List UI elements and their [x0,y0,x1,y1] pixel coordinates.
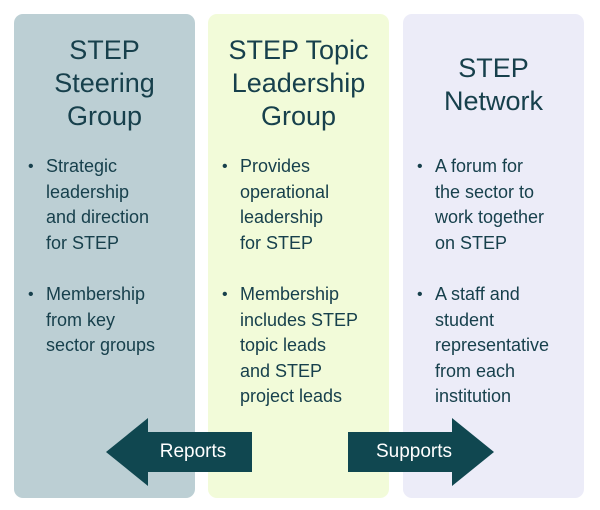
bullet-line: leadership [240,207,324,227]
bullet-line: and direction [46,207,150,227]
bullet-line: representative [435,335,550,355]
bullet-line: and STEP [240,360,323,381]
bullet-line: for STEP [240,232,314,253]
bullet-line: from each [435,360,516,381]
network-title: STEP Network [403,52,584,118]
bullet-dot-icon: • [417,158,423,175]
bullet-line: Membership [240,284,340,304]
bullet-line: Strategic [46,156,118,176]
title-line: STEP [458,53,529,83]
bullet-line: from key [46,309,116,330]
bullet-line: Membership [46,284,146,304]
bullet-dot-icon: • [222,286,228,303]
network-panel: STEP Network • A forum for the sector to… [403,14,584,498]
left-arrow-icon [106,418,252,486]
title-line: Network [443,86,544,116]
bullet-line: project leads [240,386,343,406]
bullet-line: topic leads [240,335,327,355]
title-line: Group [66,101,143,131]
bullet-item: • Membership includes STEP topic leads a… [222,282,385,410]
bullet-dot-icon: • [417,286,423,303]
bullet-line: includes STEP [240,309,359,330]
bullet-line: work together [435,207,545,227]
bullet-line: for STEP [46,232,120,253]
title-line: Steering [54,68,155,98]
bullet-line: Provides [240,156,311,176]
reports-label: Reports [159,441,227,462]
bullet-item: • Provides operational leadership for ST… [222,154,385,256]
supports-label: Supports [375,441,453,462]
steering-group-bullets: • Strategic leadership and direction for… [28,154,191,385]
steering-group-panel: STEP Steering Group • Strategic leadersh… [14,14,195,498]
bullet-line: on STEP [435,232,508,253]
bullet-line: A staff and [435,284,520,304]
bullet-line: A forum for [435,156,524,176]
bullet-dot-icon: • [28,158,34,175]
title-line: STEP Topic [228,35,369,65]
bullet-line: leadership [46,181,130,202]
reports-arrow: Reports [106,418,252,486]
supports-arrow: Supports [348,418,494,486]
bullet-item: • A forum for the sector to work togethe… [417,154,580,256]
network-bullets: • A forum for the sector to work togethe… [417,154,580,436]
topic-leadership-group-title: STEP Topic Leadership Group [208,34,389,133]
title-line: Group [260,101,337,131]
topic-leadership-group-bullets: • Provides operational leadership for ST… [222,154,385,436]
bullet-item: • Membership from key sector groups [28,282,191,359]
bullet-item: • Strategic leadership and direction for… [28,154,191,256]
bullet-line: operational [240,181,330,202]
bullet-dot-icon: • [28,286,34,303]
bullet-line: student [435,309,495,330]
topic-leadership-group-panel: STEP Topic Leadership Group • Provides o… [208,14,389,498]
bullet-line: sector groups [46,335,156,355]
bullet-dot-icon: • [222,158,228,175]
steering-group-title: STEP Steering Group [14,34,195,133]
bullet-line: institution [435,386,512,406]
bullet-item: • A staff and student representative fro… [417,282,580,410]
bullet-line: the sector to [435,181,535,202]
right-arrow-icon [348,418,494,486]
title-line: Leadership [231,68,366,98]
title-line: STEP [69,35,140,65]
